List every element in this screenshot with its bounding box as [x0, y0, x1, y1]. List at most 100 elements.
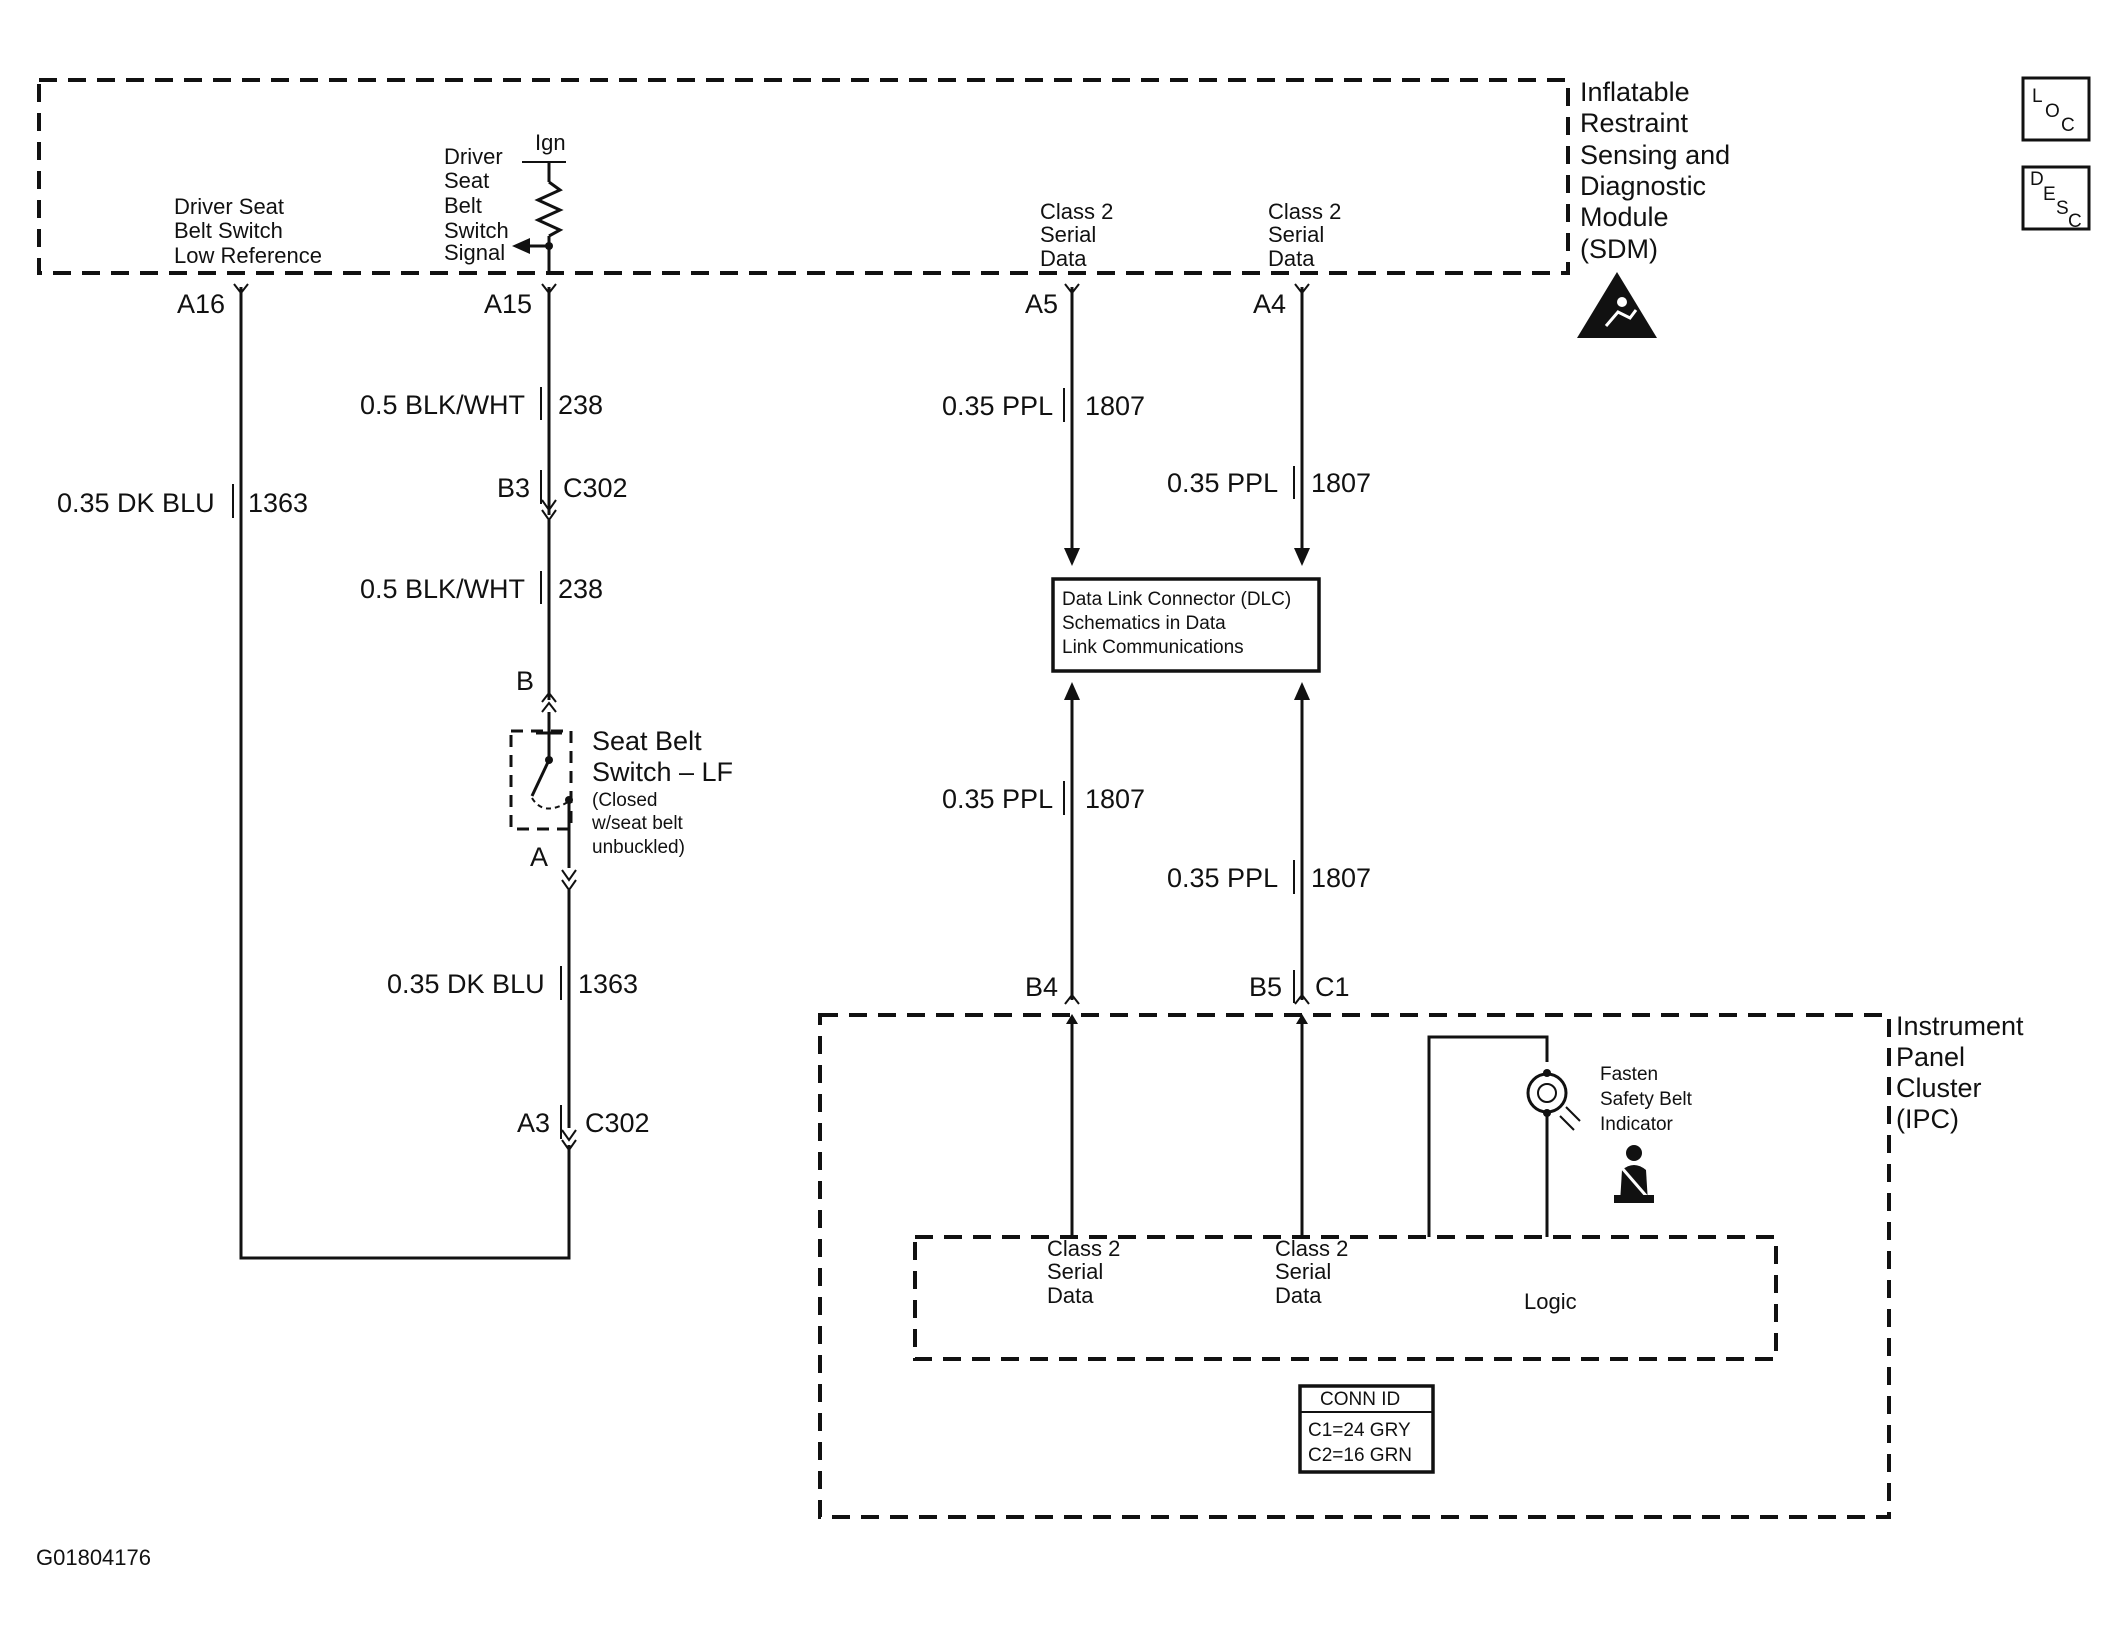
svg-text:C: C	[2061, 115, 2075, 136]
seat-belt-switch-title: Seat Belt Switch – LF	[592, 726, 733, 787]
desc-symbol-icon: D E S C	[2021, 165, 2091, 232]
ipc-pin-b5-label: Class 2 Serial Data	[1275, 1236, 1348, 1308]
figure-id: G01804176	[36, 1545, 151, 1570]
ipc-module-boundary	[818, 1013, 1891, 1519]
wire-a5-color: 0.35 PPL	[942, 391, 1053, 421]
svg-text:Cluster: Cluster	[1896, 1073, 1982, 1103]
wire-a4-serial-data	[1294, 283, 1310, 566]
svg-text:Data: Data	[1268, 246, 1315, 271]
sdm-pin-a4-label: Class 2 Serial Data	[1268, 199, 1341, 271]
wire-a16-low-reference	[233, 283, 571, 1260]
svg-text:D: D	[2030, 169, 2044, 190]
svg-text:Panel: Panel	[1896, 1042, 1965, 1072]
svg-text:Serial: Serial	[1268, 222, 1324, 247]
sdm-pin-low-reference-label: Driver Seat Belt Switch Low Reference	[174, 194, 322, 268]
seat-belt-symbol-icon	[1614, 1145, 1654, 1203]
conn-id-row-c2: C2=16 GRN	[1308, 1445, 1412, 1466]
wire-a-switch-return	[561, 869, 577, 1152]
sdm-module-boundary	[37, 78, 1570, 275]
wire-a4-circuit: 1807	[1311, 468, 1371, 498]
wire-a15-signal	[541, 283, 557, 758]
sdm-pin-a5-label: Class 2 Serial Data	[1040, 199, 1113, 271]
svg-text:C: C	[2068, 211, 2082, 232]
wire-a5-circuit: 1807	[1085, 391, 1145, 421]
svg-text:Restraint: Restraint	[1580, 108, 1689, 138]
svg-text:Driver: Driver	[444, 144, 503, 169]
indicator-circuit	[1427, 1035, 1549, 1237]
terminal-a15: A15	[484, 289, 532, 319]
sdm-pin-signal-label: Driver Seat Belt Switch Signal	[444, 144, 509, 265]
svg-text:Serial: Serial	[1040, 222, 1096, 247]
terminal-a3: A3	[517, 1108, 550, 1138]
svg-text:Serial: Serial	[1275, 1259, 1331, 1284]
wire-a5-serial-data	[1064, 283, 1080, 566]
svg-text:(SDM): (SDM)	[1580, 234, 1658, 264]
wire-b4-circuit: 1807	[1085, 784, 1145, 814]
terminal-a4: A4	[1253, 289, 1286, 319]
wire-a15-color: 0.5 BLK/WHT	[360, 390, 525, 420]
terminal-b: B	[516, 666, 534, 696]
svg-text:Switch: Switch	[444, 218, 509, 243]
svg-text:Belt Switch: Belt Switch	[174, 218, 283, 243]
wire-b5-circuit: 1807	[1311, 863, 1371, 893]
wire-b5-serial-data	[1294, 682, 1310, 1237]
svg-text:Serial: Serial	[1047, 1259, 1103, 1284]
ignition-label: Ign	[535, 130, 566, 155]
terminal-a: A	[530, 842, 548, 872]
wire-b5-color: 0.35 PPL	[1167, 863, 1278, 893]
ipc-logic-label: Logic	[1524, 1289, 1577, 1314]
svg-text:Driver Seat: Driver Seat	[174, 194, 284, 219]
conn-id-row-c1: C1=24 GRY	[1308, 1420, 1411, 1441]
svg-text:L: L	[2032, 86, 2043, 107]
svg-text:Signal: Signal	[444, 240, 505, 265]
svg-text:Seat Belt: Seat Belt	[592, 726, 702, 756]
connector-c1: C1	[1315, 972, 1350, 1002]
terminal-b4: B4	[1025, 972, 1058, 1002]
svg-text:Instrument: Instrument	[1896, 1011, 2024, 1041]
pull-up-resistor	[512, 161, 566, 273]
svg-text:Safety Belt: Safety Belt	[1600, 1089, 1693, 1110]
svg-text:Diagnostic: Diagnostic	[1580, 171, 1706, 201]
svg-text:Class 2: Class 2	[1275, 1236, 1348, 1261]
svg-text:unbuckled): unbuckled)	[592, 837, 685, 858]
connector-c302-bottom: C302	[585, 1108, 650, 1138]
wire-a15-circuit: 238	[558, 390, 603, 420]
seat-belt-switch-note: (Closed w/seat belt unbuckled)	[591, 790, 685, 858]
wire-a-color: 0.35 DK BLU	[387, 969, 545, 999]
dlc-box	[1051, 577, 1321, 673]
terminal-a16: A16	[177, 289, 225, 319]
svg-text:Inflatable: Inflatable	[1580, 77, 1690, 107]
svg-text:E: E	[2043, 184, 2056, 205]
conn-id-header: CONN ID	[1320, 1389, 1400, 1410]
wire-b3-circuit: 238	[558, 574, 603, 604]
svg-text:Class 2: Class 2	[1047, 1236, 1120, 1261]
svg-text:Data Link Connector (DLC): Data Link Connector (DLC)	[1062, 589, 1291, 610]
svg-text:Data: Data	[1047, 1283, 1094, 1308]
svg-text:Class 2: Class 2	[1040, 199, 1113, 224]
terminal-b3: B3	[497, 473, 530, 503]
loc-symbol-icon: L O C	[2021, 76, 2091, 142]
wire-a-circuit: 1363	[578, 969, 638, 999]
sdm-title: Inflatable Restraint Sensing and Diagnos…	[1580, 77, 1730, 264]
svg-text:O: O	[2045, 101, 2060, 122]
terminal-b5: B5	[1249, 972, 1282, 1002]
svg-text:Class 2: Class 2	[1268, 199, 1341, 224]
svg-text:Schematics in Data: Schematics in Data	[1062, 613, 1226, 634]
svg-text:Indicator: Indicator	[1600, 1114, 1674, 1135]
svg-text:(IPC): (IPC)	[1896, 1104, 1959, 1134]
wire-a4-color: 0.35 PPL	[1167, 468, 1278, 498]
wire-b3-color: 0.5 BLK/WHT	[360, 574, 525, 604]
conn-id-table: CONN ID C1=24 GRY C2=16 GRN	[1298, 1384, 1435, 1474]
wire-a16-circuit: 1363	[248, 488, 308, 518]
wire-a16-color: 0.35 DK BLU	[57, 488, 215, 518]
ipc-title: Instrument Panel Cluster (IPC)	[1896, 1011, 2024, 1134]
fasten-belt-indicator-lamp-icon	[1526, 1069, 1581, 1131]
svg-text:(Closed: (Closed	[592, 790, 657, 811]
svg-text:Data: Data	[1275, 1283, 1322, 1308]
svg-text:Sensing and: Sensing and	[1580, 140, 1730, 170]
dlc-label[interactable]: Data Link Connector (DLC) Schematics in …	[1062, 589, 1291, 658]
svg-text:S: S	[2056, 198, 2069, 219]
terminal-a5: A5	[1025, 289, 1058, 319]
